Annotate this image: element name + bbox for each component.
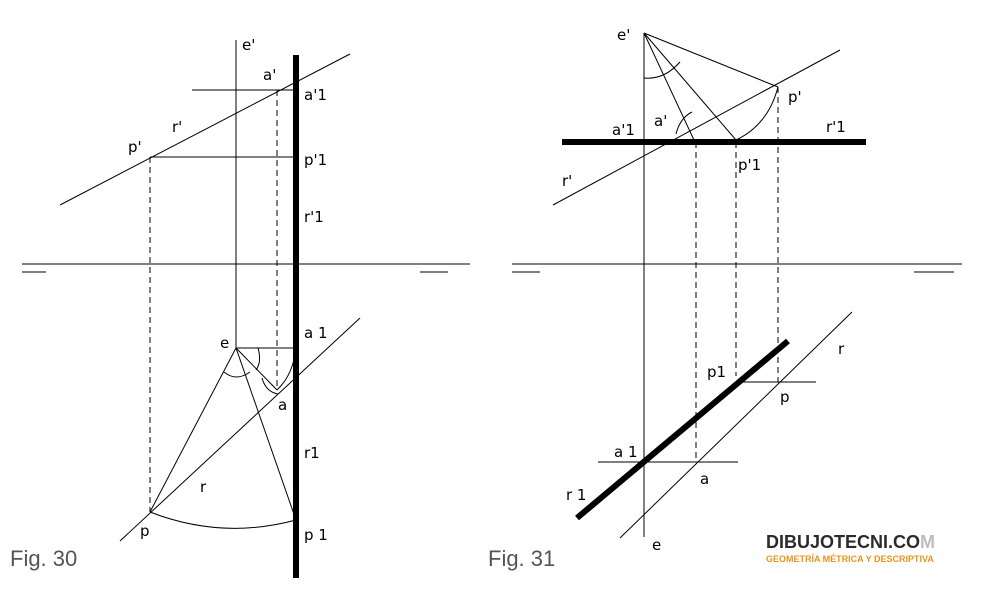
fig31-label-e-prime: e' — [617, 26, 630, 44]
fig31-label-p-prime-1: p'1 — [738, 156, 761, 174]
fig31-label-a-prime: a' — [654, 112, 667, 130]
fig30-label-a-prime: a' — [263, 66, 276, 84]
logo-title: DIBUJOTECNI.COM — [766, 532, 935, 552]
fig30-e-to-p — [149, 347, 237, 513]
fig31-label-a1: a 1 — [614, 443, 638, 461]
fig30-label-a-prime-1: a'1 — [304, 86, 327, 104]
fig30-label-r-prime-1: r'1 — [304, 208, 324, 226]
fig31-r-line — [619, 311, 853, 539]
dibujotecni-logo: DIBUJOTECNI.COM GEOMETRÍA MÉTRICA Y DESC… — [766, 532, 935, 564]
fig31-e-prime-to-a-prime — [643, 32, 695, 141]
figure-31: e' a'1 a' p' r'1 p'1 r' p1 r p a 1 a r 1… — [488, 26, 962, 571]
fig31-rotated-line — [575, 338, 790, 521]
fig30-rotation-arc-p — [149, 511, 297, 529]
fig31-label-r: r — [838, 340, 845, 358]
fig31-label-p: p — [780, 388, 790, 406]
fig30-angle-mark-a — [261, 377, 279, 395]
fig30-label-e: e — [220, 334, 229, 352]
fig31-e-prime-to-p-prime — [643, 32, 779, 88]
fig30-label-p1: p 1 — [304, 526, 328, 544]
fig30-label-e-prime: e' — [242, 36, 255, 54]
fig30-label-a: a — [278, 396, 287, 414]
logo-title-light: M — [920, 532, 935, 552]
fig31-angle-mark-a — [675, 111, 693, 135]
logo-subtitle: GEOMETRÍA MÉTRICA Y DESCRIPTIVA — [766, 554, 934, 564]
fig31-rotation-arc — [735, 86, 779, 141]
fig31-angle-mark-top — [643, 61, 681, 79]
fig30-label-p-prime-1: p'1 — [304, 151, 327, 169]
fig31-caption: Fig. 31 — [488, 546, 555, 571]
fig30-label-r1: r1 — [304, 444, 320, 462]
logo-title-dark: DIBUJOTECNI.CO — [766, 532, 920, 552]
fig30-r-prime-line — [59, 53, 351, 206]
fig31-label-r-prime-1: r'1 — [826, 118, 846, 136]
fig31-label-p1: p1 — [707, 363, 726, 381]
fig30-label-p: p — [140, 522, 150, 540]
fig31-label-e: e — [652, 536, 661, 554]
fig30-label-r-prime: r' — [172, 118, 182, 136]
fig30-r-line — [119, 317, 361, 542]
fig31-label-a: a — [700, 470, 709, 488]
fig30-rotation-arc-a — [276, 347, 297, 391]
figure-30: e' a' a'1 r' p' p'1 r'1 e a 1 a r1 r p p… — [10, 36, 470, 578]
fig31-e-prime-to-p-prime-1 — [643, 32, 737, 141]
fig31-label-p-prime: p' — [788, 88, 802, 106]
fig30-caption: Fig. 30 — [10, 546, 77, 571]
fig31-r-prime-line — [552, 49, 841, 206]
fig30-label-p-prime: p' — [128, 138, 142, 156]
fig30-angle-mark-right — [255, 347, 261, 371]
fig30-label-a1: a 1 — [304, 324, 328, 342]
fig31-label-a-prime-1: a'1 — [612, 121, 635, 139]
fig30-e-to-p1 — [235, 347, 297, 521]
fig30-label-r: r — [200, 478, 207, 496]
fig30-angle-mark-left — [223, 371, 251, 378]
fig31-label-r1: r 1 — [566, 486, 586, 504]
fig31-label-r-prime: r' — [562, 172, 572, 190]
